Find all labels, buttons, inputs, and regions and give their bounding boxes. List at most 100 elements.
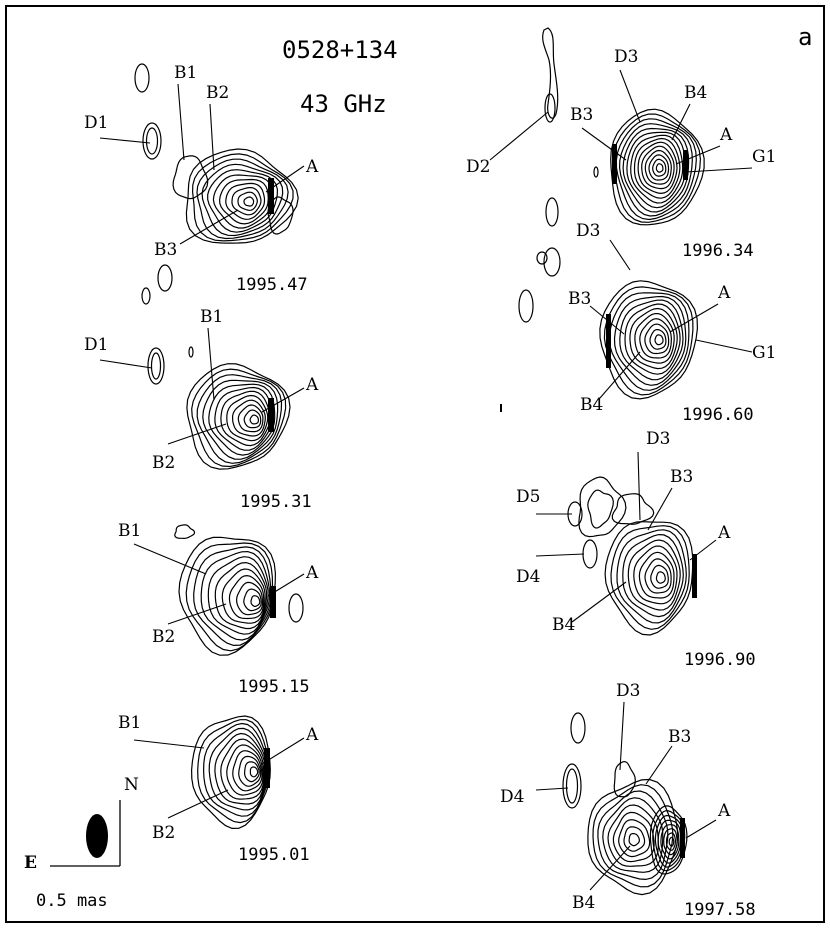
component-label: B2 <box>206 83 229 103</box>
contour-line <box>267 196 294 235</box>
contour-line <box>221 568 266 624</box>
component-label: B2 <box>152 823 175 843</box>
contour-line <box>196 158 289 240</box>
contour-line <box>627 539 681 611</box>
contour-line <box>191 368 287 468</box>
contour-line <box>208 383 276 456</box>
contour-line <box>630 134 684 204</box>
component-label: A <box>717 523 731 543</box>
contour-line <box>652 810 686 872</box>
contour-line <box>250 595 261 607</box>
contour-line <box>616 529 687 624</box>
contour-line <box>599 280 699 400</box>
compass: N E <box>24 775 139 873</box>
contour-line <box>587 778 679 896</box>
contour-line <box>235 581 264 616</box>
contour-line <box>232 750 263 792</box>
compass-east: E <box>24 853 37 873</box>
core-shading <box>264 748 270 788</box>
contour-line <box>218 178 269 225</box>
contour-line <box>611 493 655 525</box>
contour-line <box>193 546 272 647</box>
contour-line <box>644 323 670 355</box>
epoch-label: 1995.47 <box>236 275 308 295</box>
leader-line <box>581 127 627 161</box>
leader-line <box>685 819 717 839</box>
leader-line <box>599 351 641 399</box>
map-1995-15 <box>133 524 305 656</box>
contour-line <box>619 299 684 381</box>
contour-line <box>603 286 694 396</box>
leader-line <box>695 339 753 353</box>
leader-line <box>571 581 627 623</box>
compass-north: N <box>124 775 139 795</box>
contour-line <box>220 738 265 800</box>
map-1996-34 <box>489 27 753 226</box>
component-label: B1 <box>118 713 141 733</box>
component-label: A <box>305 375 319 395</box>
contour-line <box>201 163 284 237</box>
contour-line <box>226 394 269 442</box>
component-label: B2 <box>152 453 175 473</box>
contour-line <box>644 149 672 185</box>
contour-line <box>655 571 666 584</box>
contour-line <box>565 768 579 804</box>
epoch-label: 1995.31 <box>240 492 312 512</box>
contour-line <box>578 476 627 538</box>
panel-letter: a <box>798 23 812 51</box>
contour-line <box>639 318 673 359</box>
contour-line <box>618 123 693 217</box>
contour-line <box>602 797 664 873</box>
contour-line <box>225 182 266 220</box>
leader-line <box>167 789 229 819</box>
core-shading <box>268 178 274 214</box>
component-label: D3 <box>576 221 600 241</box>
contour-line <box>231 187 262 216</box>
leader-line <box>645 745 673 785</box>
component-label: G1 <box>752 343 776 363</box>
contour-line <box>649 805 688 875</box>
contour-line <box>542 27 559 119</box>
core-shading <box>612 144 617 184</box>
contour-line <box>220 390 271 447</box>
contour-line <box>134 63 150 93</box>
component-label: B4 <box>684 83 707 103</box>
contour-line <box>652 158 667 177</box>
leader-line <box>489 111 549 161</box>
contour-line <box>610 108 705 226</box>
contour-line <box>212 174 273 229</box>
contour-line <box>650 564 669 589</box>
contour-line <box>174 524 196 540</box>
contour-line <box>190 715 271 830</box>
contour-line <box>622 533 684 618</box>
contour-line <box>249 766 259 778</box>
contour-line <box>663 828 678 856</box>
contour-line <box>613 295 687 386</box>
component-label: A <box>305 725 319 745</box>
component-label: B1 <box>118 521 141 541</box>
map-1996-90 <box>535 451 717 636</box>
component-label: D4 <box>516 567 540 587</box>
contour-line <box>172 155 209 200</box>
component-label: A <box>717 801 731 821</box>
component-label: D3 <box>616 681 640 701</box>
contour-line <box>607 804 659 867</box>
speck <box>500 404 502 412</box>
core-shading <box>268 398 274 432</box>
contour-line <box>654 814 684 868</box>
leader-line <box>535 553 585 557</box>
contour-line <box>660 824 680 860</box>
contour-line <box>243 409 262 429</box>
map-1995-47 <box>99 63 305 305</box>
component-label: B3 <box>568 289 591 309</box>
contour-line <box>633 137 681 199</box>
component-label: B3 <box>670 467 693 487</box>
contour-line <box>618 819 651 858</box>
contour-line <box>597 790 669 881</box>
contour-line <box>641 145 675 190</box>
contour-line <box>202 379 279 460</box>
epoch-label: 1996.90 <box>684 650 756 670</box>
contour-line <box>592 784 674 888</box>
contour-line <box>243 588 262 612</box>
